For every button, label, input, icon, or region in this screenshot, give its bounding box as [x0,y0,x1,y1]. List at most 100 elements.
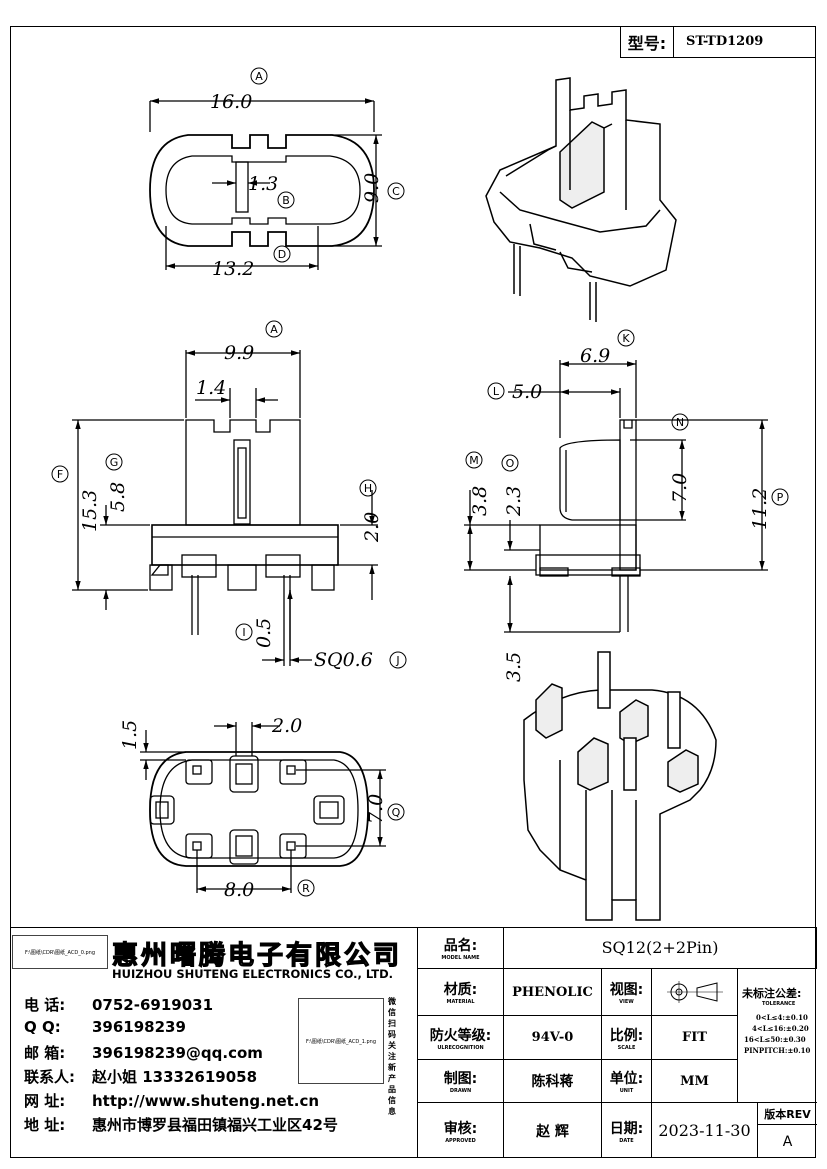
svg-text:R: R [302,882,310,895]
dim-n: 7.0 [669,473,691,503]
svg-text:L: L [493,385,500,398]
marker-n: N [671,413,689,431]
contact-qq: Q Q:396198239 [24,1018,186,1036]
marker-f: F [51,465,69,483]
svg-text:Q: Q [392,806,401,819]
scale-value: FIT [652,1016,738,1060]
dim-bottom-15: 1.5 [119,720,141,750]
dim-side-35: 3.5 [503,652,525,682]
svg-text:A: A [270,323,278,336]
dim-p: 11.2 [749,488,771,530]
dim-k: 6.9 [580,345,610,367]
name-value: SQ12(2+2Pin) [504,927,817,969]
approved-value: 赵 辉 [504,1103,602,1158]
marker-a-front: A [265,320,283,338]
marker-i: I [235,623,253,641]
contact-person: 联系人:赵小姐 13332619058 [24,1068,258,1086]
rev-label: 版本REV [758,1103,817,1125]
title-grid: 品名:MODEL NAME SQ12(2+2Pin) 材质:MATERIAL P… [417,927,817,1158]
dim-a-top: 16.0 [210,91,252,113]
dim-m: 3.8 [469,486,491,516]
qr-caption: 微信扫码关注新产品信息 [388,997,396,1116]
fire-label-cell: 防火等级:ULRECOGNITION [418,1016,504,1060]
model-label: 型号: [621,26,674,57]
marker-r: R [297,879,315,897]
company-name-en: HUIZHOU SHUTENG ELECTRONICS CO., LTD. [112,967,394,981]
qr-code: F:\图纸\CDR\图纸_ACD_1.png [298,998,384,1084]
date-value: 2023-11-30 [652,1103,758,1158]
marker-g: G [105,453,123,471]
dim-front-14: 1.4 [196,377,226,399]
company-logo: F:\图纸\CDR\图纸_ACD_0.png [12,935,108,969]
projection-symbol-cell [652,969,738,1016]
svg-text:K: K [622,332,630,345]
svg-text:P: P [777,491,784,504]
fire-value: 94V-0 [504,1016,602,1060]
svg-text:J: J [395,654,399,667]
contact-address: 地 址:惠州市博罗县福田镇福兴工业区42号 [24,1116,338,1134]
dim-i: 0.5 [253,618,275,648]
drawn-label-cell: 制图:DRAWN [418,1060,504,1103]
contact-email: 邮 箱:396198239@qq.com [24,1044,263,1062]
side-view [464,360,768,633]
dim-r: 8.0 [224,879,254,901]
scale-label-cell: 比例:SCALE [602,1016,652,1060]
rev-value: A [782,1133,793,1150]
marker-k: K [617,329,635,347]
marker-m: M [465,451,483,469]
marker-d: D [273,245,291,263]
dim-q: 7.0 [365,794,387,824]
dim-h: 2.0 [361,512,383,543]
name-label-cell: 品名:MODEL NAME [418,927,504,969]
marker-q: Q [387,803,405,821]
company-name-cn: 惠州曙腾电子有限公司 [111,940,403,971]
marker-a-top: A [250,67,268,85]
technical-drawing: 16.0 1.3 9.0 13.2 9.9 1.4 15.3 5.8 2.0 0… [51,67,789,921]
iso-view-bottom [523,651,717,921]
unit-label-cell: 单位:UNIT [602,1060,652,1103]
svg-text:O: O [506,457,515,470]
front-view [72,350,378,666]
dim-b: 1.3 [248,173,278,195]
marker-c: C [387,182,405,200]
svg-text:H: H [364,482,372,495]
model-value: ST-TD1209 [686,34,764,49]
dim-bottom-20: 2.0 [271,715,302,737]
unit-value: MM [652,1060,738,1103]
dim-a-front: 9.9 [224,342,254,364]
dim-j: SQ0.6 [314,649,373,671]
drawing-frame [10,26,816,1158]
marker-b: B [277,191,295,209]
dim-g: 5.8 [107,482,129,512]
svg-text:D: D [278,248,286,261]
bottom-view [140,722,386,893]
svg-text:C: C [392,185,400,198]
material-label-cell: 材质:MATERIAL [418,969,504,1016]
iso-view-top [485,77,677,322]
dim-d: 13.2 [212,258,254,280]
svg-text:F: F [57,468,63,481]
marker-p: P [771,488,789,506]
contact-website: 网 址:http://www.shuteng.net.cn [24,1092,320,1110]
dim-l: 5.0 [512,381,542,403]
svg-text:N: N [676,416,684,429]
contact-phone: 电 话:0752-6919031 [24,996,214,1014]
title-block [10,927,816,1158]
dim-o: 2.3 [503,486,525,517]
view-label-cell: 视图:VIEW [602,969,652,1016]
top-view [149,98,382,270]
svg-text:G: G [110,456,119,469]
approved-label-cell: 审核:APPROVED [418,1103,504,1158]
svg-text:A: A [255,70,263,83]
third-angle-projection-icon [666,981,723,1003]
marker-j: J [389,651,407,669]
svg-text:I: I [242,626,245,639]
marker-h: H [359,479,377,497]
drawn-value: 陈科蒋 [504,1060,602,1103]
material-value: PHENOLIC [504,969,602,1016]
date-label-cell: 日期:DATE [602,1103,652,1158]
dim-f: 15.3 [79,490,101,532]
tolerance-cell: 未标注公差: TOLERANCE 0<L≤4:±0.10 4<L≤16:±0.2… [738,969,817,1103]
model-box: 型号: ST-TD1209 [620,26,816,58]
marker-o: O [501,454,519,472]
